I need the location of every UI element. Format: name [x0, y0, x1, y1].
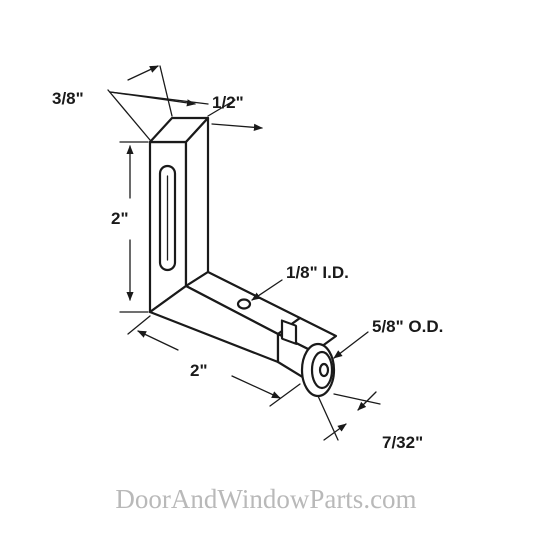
roller-width-dim-line [357, 391, 377, 411]
label-width: 1/2" [212, 93, 244, 112]
label-hole-id: 1/8" I.D. [286, 263, 349, 282]
label-depth: 3/8" [52, 89, 84, 108]
watermark: DoorAndWindowParts.com [115, 484, 416, 514]
l-bracket [148, 116, 338, 398]
label-length: 2" [190, 361, 208, 380]
length-dim-line [137, 330, 179, 351]
roller-leader [333, 331, 369, 359]
dimension-labels: 3/8" 1/2" 2" 1/8" I.D. 5/8" O.D. 2" 7/32… [52, 89, 443, 452]
housing-window [280, 319, 298, 345]
hole-leader [251, 279, 283, 301]
dimension-lines [107, 65, 381, 441]
label-roller-width: 7/32" [382, 433, 423, 452]
roller-axle [318, 362, 330, 378]
vertical-leg-side [184, 116, 210, 288]
depth-dim-line [109, 91, 196, 107]
label-height: 2" [111, 209, 129, 228]
label-roller-od: 5/8" O.D. [372, 317, 443, 336]
axle-hole [236, 298, 252, 310]
